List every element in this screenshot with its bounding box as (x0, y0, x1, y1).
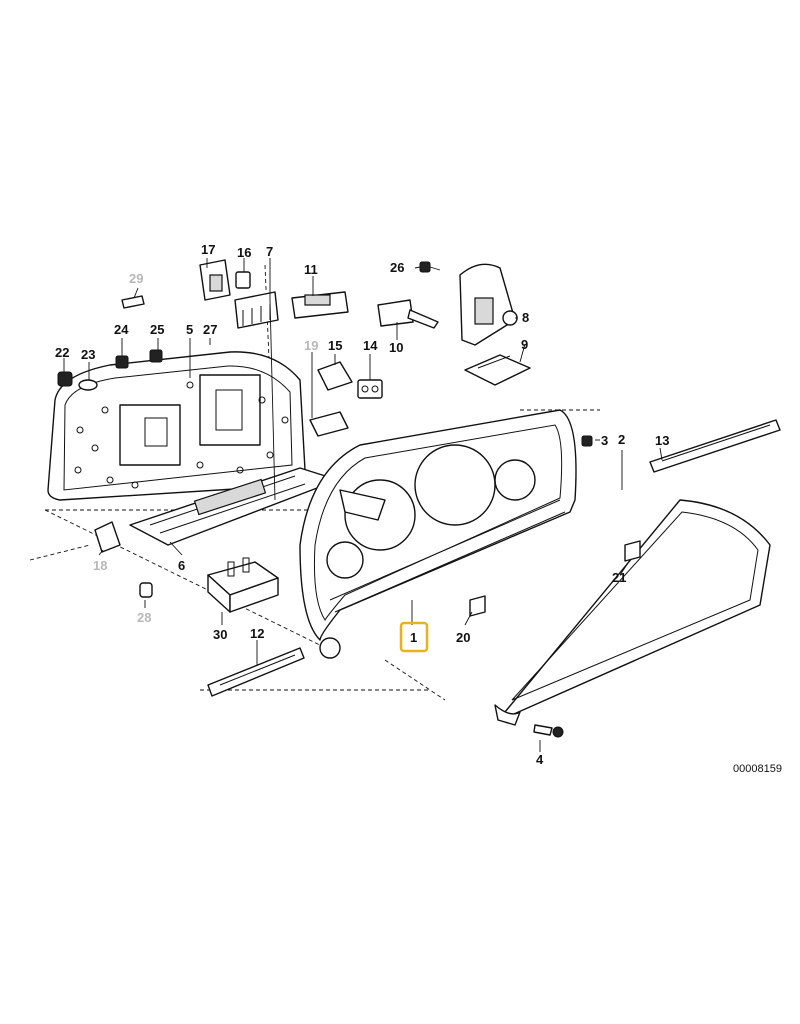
lamp-holder-part[interactable] (357, 379, 383, 399)
callout-20[interactable]: 20 (456, 630, 470, 645)
callout-23[interactable]: 23 (81, 347, 95, 362)
front-bezel-part[interactable] (494, 499, 771, 726)
callout-1[interactable]: 1 (410, 630, 417, 645)
callout-11[interactable]: 11 (304, 262, 318, 277)
callout-18[interactable]: 18 (93, 558, 107, 573)
screw-part-4[interactable] (533, 724, 564, 738)
bracket-part-15[interactable] (317, 361, 353, 391)
pin-part-20[interactable] (469, 595, 486, 617)
potentiometer-part[interactable] (377, 299, 439, 329)
bulb-part-28[interactable] (139, 582, 153, 598)
callout-12[interactable]: 12 (250, 626, 264, 641)
callout-28[interactable]: 28 (137, 610, 151, 625)
callout-30[interactable]: 30 (213, 627, 227, 642)
scale-strip-part-12[interactable] (207, 647, 305, 697)
lamp-socket-part[interactable] (235, 271, 251, 289)
callout-22[interactable]: 22 (55, 345, 69, 360)
circuit-housing-part[interactable] (47, 351, 306, 501)
highlight-box (399, 621, 429, 653)
connector-strip-part[interactable] (234, 291, 279, 329)
callout-15[interactable]: 15 (328, 338, 342, 353)
callout-26[interactable]: 26 (390, 260, 404, 275)
callout-9[interactable]: 9 (521, 337, 528, 352)
screw-part-3[interactable] (581, 435, 593, 447)
callout-5[interactable]: 5 (186, 322, 193, 337)
bulb-socket-part-25[interactable] (149, 349, 163, 363)
callout-29[interactable]: 29 (129, 271, 143, 286)
callout-19[interactable]: 19 (304, 338, 318, 353)
callout-21[interactable]: 21 (612, 570, 626, 585)
callout-25[interactable]: 25 (150, 322, 164, 337)
callout-8[interactable]: 8 (522, 310, 529, 325)
switch-module-part[interactable] (291, 291, 349, 319)
leader-lines (63, 258, 663, 752)
callout-labels: 17 16 7 29 11 26 8 24 25 5 27 10 9 22 23… (55, 242, 669, 767)
callout-10[interactable]: 10 (389, 340, 403, 355)
callout-3[interactable]: 3 (601, 433, 608, 448)
small-pcb-part[interactable] (464, 354, 531, 386)
bulb-socket-part-22[interactable] (57, 371, 73, 387)
callout-2[interactable]: 2 (618, 432, 625, 447)
callout-6[interactable]: 6 (178, 558, 185, 573)
screw-part-26[interactable] (419, 261, 441, 273)
callout-7[interactable]: 7 (266, 244, 273, 259)
regulator-board-part[interactable] (459, 263, 518, 346)
connector-block-part[interactable] (207, 557, 279, 613)
callout-13[interactable]: 13 (655, 433, 669, 448)
callout-27[interactable]: 27 (203, 322, 217, 337)
callout-24[interactable]: 24 (114, 322, 129, 337)
diagram-reference-number: 00008159 (733, 763, 782, 775)
scale-strip-part-13[interactable] (649, 419, 781, 473)
plug-connector-part[interactable] (199, 259, 231, 301)
relay-part[interactable] (309, 411, 349, 437)
callout-16[interactable]: 16 (237, 245, 251, 260)
callout-14[interactable]: 14 (363, 338, 378, 353)
instrument-cluster-housing-part[interactable] (299, 409, 577, 659)
bulb-part-23[interactable] (78, 379, 98, 391)
clip-part-18[interactable] (94, 521, 121, 553)
callout-17[interactable]: 17 (201, 242, 215, 257)
callout-4[interactable]: 4 (536, 752, 544, 767)
pin-part-21[interactable] (624, 540, 641, 562)
bulb-socket-part-24[interactable] (115, 355, 129, 369)
bulb-part-29[interactable] (121, 295, 145, 309)
